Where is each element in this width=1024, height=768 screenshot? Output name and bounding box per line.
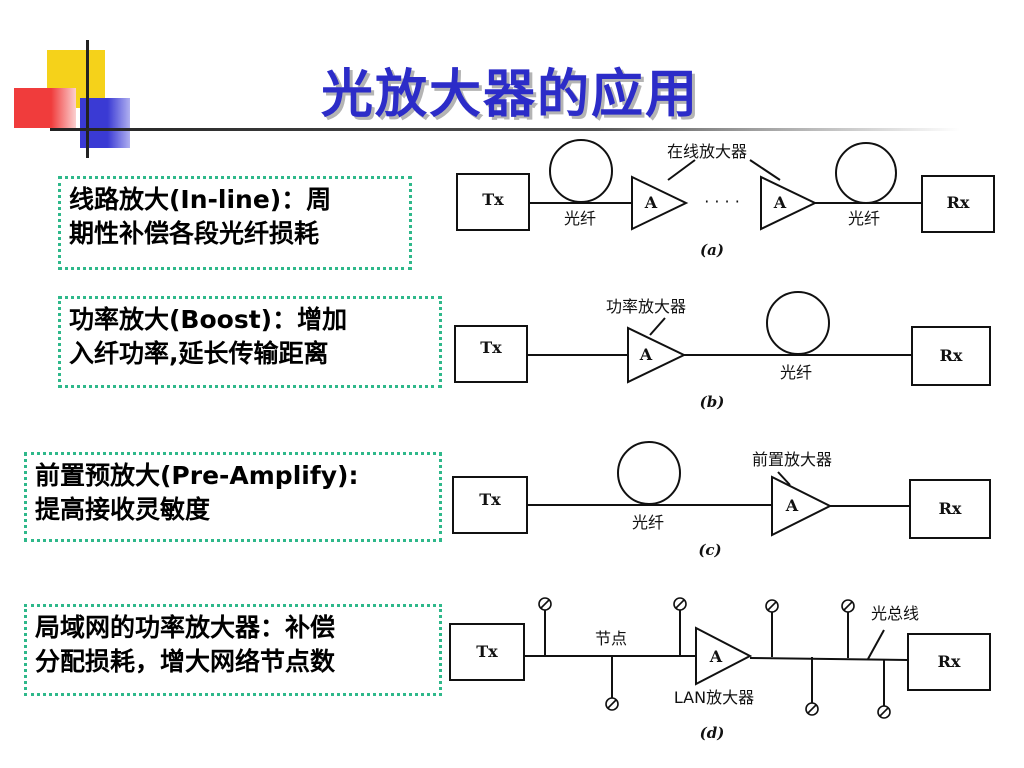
amp-b <box>627 326 687 384</box>
fiber-label-b: 光纤 <box>780 363 812 382</box>
caption-b: (b) <box>700 393 725 411</box>
desc-boost: 功率放大(Boost)：增加 入纤功率,延长传输距离 <box>58 296 442 388</box>
amp-d <box>695 626 753 686</box>
preamp-label: 前置放大器 <box>752 450 832 469</box>
desc-inline-line2: 期性补偿各段光纤损耗 <box>69 219 320 248</box>
rx-label-b: Rx <box>940 346 963 365</box>
fiber-label-c: 光纤 <box>632 513 664 532</box>
bus-label: 光总线 <box>871 604 919 623</box>
desc-preamp-line1: 前置预放大(Pre-Amplify): <box>35 461 359 490</box>
diagram-d <box>449 608 991 708</box>
desc-boost-line2: 入纤功率,延长传输距离 <box>69 339 329 368</box>
tx-label-b: Tx <box>480 338 502 357</box>
fiber-coil-a1 <box>549 139 613 203</box>
page-title: 光放大器的应用 <box>320 65 699 125</box>
desc-preamp: 前置预放大(Pre-Amplify): 提高接收灵敏度 <box>24 452 442 542</box>
tx-label-a: Tx <box>482 190 504 209</box>
desc-lan: 局域网的功率放大器：补偿 分配损耗，增大网络节点数 <box>24 604 442 696</box>
deco-red-square <box>14 88 76 128</box>
rx-box-c <box>909 479 991 539</box>
desc-boost-line1: 功率放大(Boost)：增加 <box>69 305 348 334</box>
amp-c <box>771 475 833 537</box>
fiber-coil-c <box>617 441 681 505</box>
amp-label-c: A <box>785 496 799 515</box>
dots-a: · · · · <box>704 192 740 211</box>
rx-label-d: Rx <box>938 652 961 671</box>
amp-label-a1: A <box>644 193 658 212</box>
diagram-c <box>452 441 991 539</box>
diagram-b <box>454 291 991 386</box>
deco-horizontal-line <box>50 128 960 131</box>
caption-d: (d) <box>700 724 725 742</box>
amp-label-a2: A <box>773 193 787 212</box>
fiber-label-a1: 光纤 <box>564 209 596 228</box>
tx-label-d: Tx <box>476 642 498 661</box>
rx-box-b <box>911 326 991 386</box>
rx-label-a: Rx <box>947 193 970 212</box>
deco-vertical-line <box>86 40 89 158</box>
fiber-coil-a2 <box>835 142 897 204</box>
desc-lan-line2: 分配损耗，增大网络节点数 <box>35 647 336 676</box>
boost-amp-label: 功率放大器 <box>606 297 686 316</box>
caption-a: (a) <box>700 241 724 259</box>
node-label: 节点 <box>595 629 627 648</box>
desc-preamp-line2: 提高接收灵敏度 <box>35 495 211 524</box>
amp-a2 <box>760 175 818 231</box>
tx-box-d <box>449 623 525 681</box>
tx-label-c: Tx <box>479 490 501 509</box>
desc-inline: 线路放大(In-line)：周 期性补偿各段光纤损耗 <box>58 176 412 270</box>
inline-amp-label: 在线放大器 <box>667 142 747 161</box>
rx-box-a <box>921 175 995 233</box>
fiber-label-a2: 光纤 <box>848 209 880 228</box>
caption-c: (c) <box>698 541 721 559</box>
desc-lan-line1: 局域网的功率放大器：补偿 <box>35 613 336 642</box>
rx-label-c: Rx <box>939 499 962 518</box>
node-caps <box>538 597 891 719</box>
amp-label-d: A <box>709 647 723 666</box>
rx-box-d <box>907 633 991 691</box>
fiber-coil-b <box>766 291 830 355</box>
amp-a1 <box>631 175 689 231</box>
lan-amp-label: LAN放大器 <box>674 688 754 707</box>
diagram-a <box>456 139 995 233</box>
desc-inline-line1: 线路放大(In-line)：周 <box>69 185 332 214</box>
amp-label-b: A <box>639 345 653 364</box>
